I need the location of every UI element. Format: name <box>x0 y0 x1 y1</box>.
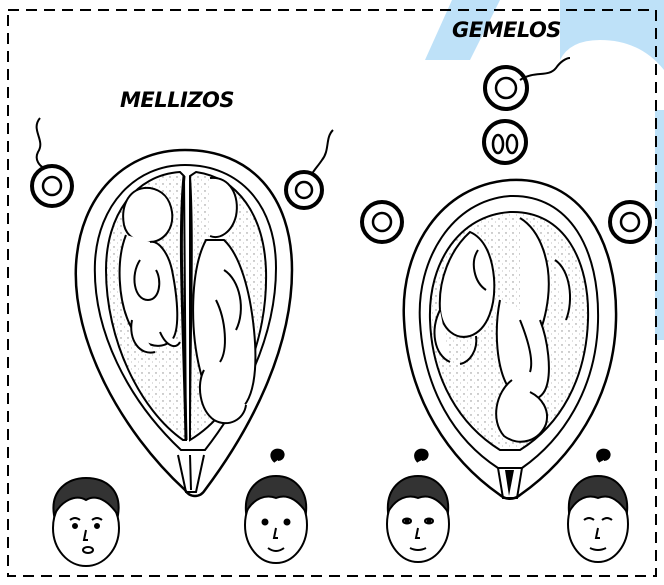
face-icon <box>568 450 628 562</box>
sperm-icon <box>37 118 44 168</box>
ovum-icon <box>610 202 650 242</box>
label-gemelos: GEMELOS <box>452 18 561 42</box>
sperm-icon <box>520 58 570 80</box>
face-icon <box>387 450 449 562</box>
ovum-icon <box>485 67 527 109</box>
face-icon <box>245 450 307 563</box>
ovum-icon <box>362 202 402 242</box>
face-icon <box>53 478 119 566</box>
uterus-icon <box>76 150 292 496</box>
ovum-icon <box>286 172 322 208</box>
sperm-icon <box>312 130 333 174</box>
ovum-icon <box>32 166 72 206</box>
zygote-icon <box>484 121 526 163</box>
label-mellizos: MELLIZOS <box>120 88 234 112</box>
